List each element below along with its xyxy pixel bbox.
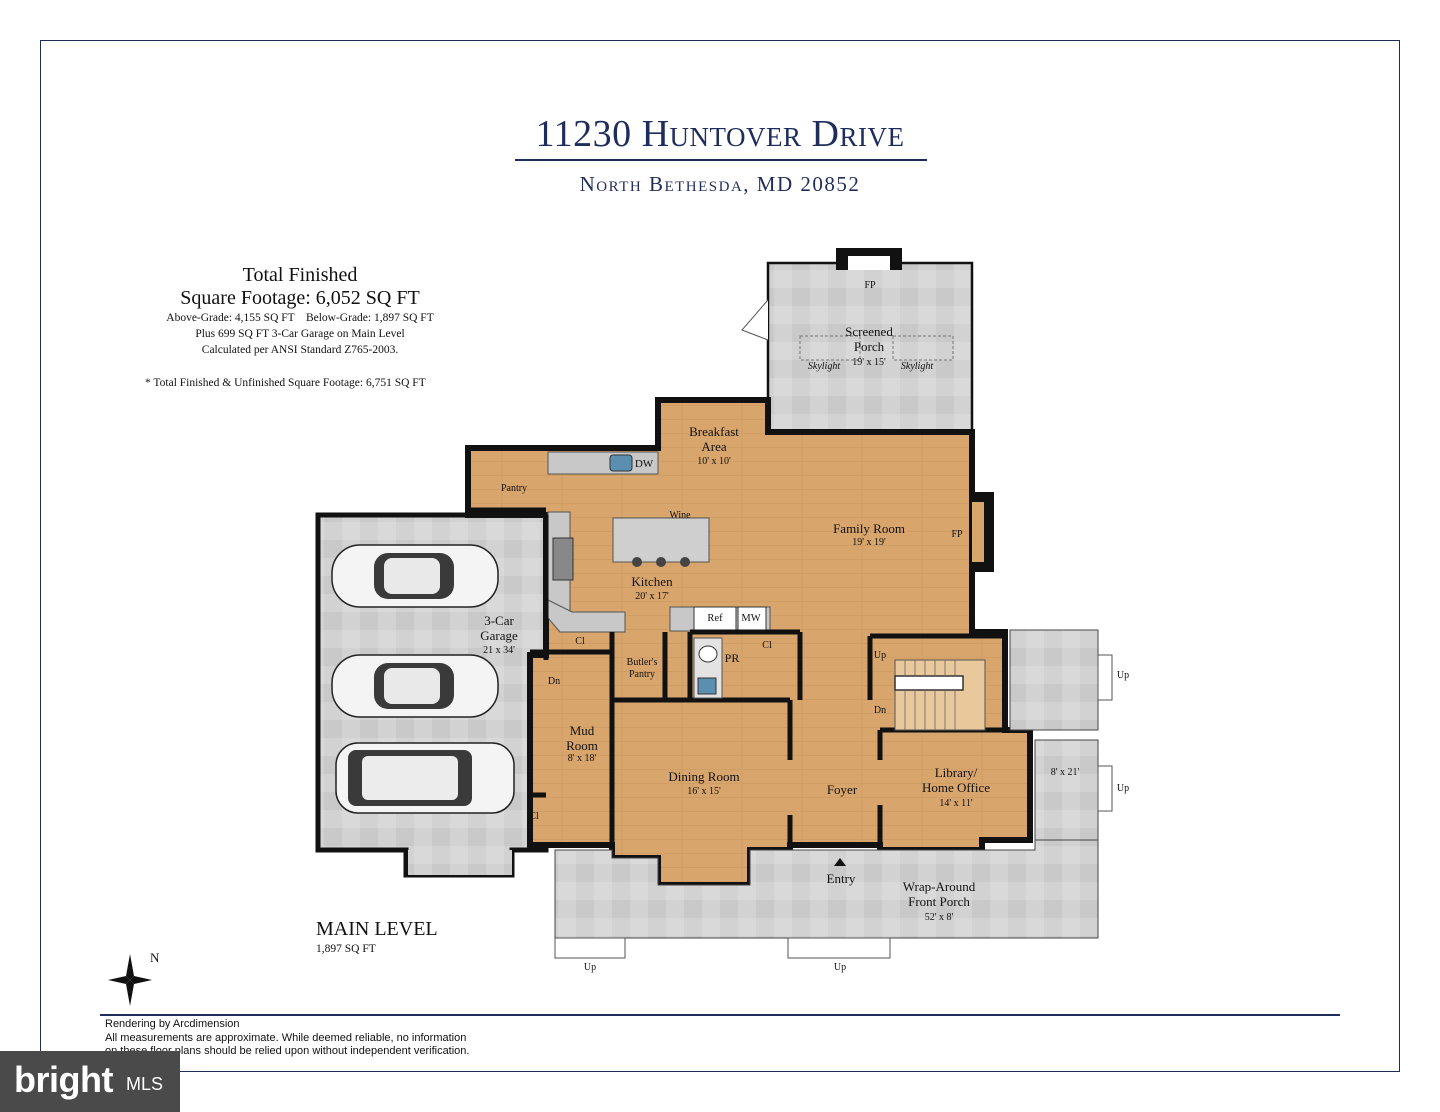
garage-label: 3-Car Garage [480, 613, 518, 643]
mud-room-dims: 8' x 18' [567, 753, 597, 764]
skylight-left-label: Skylight [807, 361, 841, 372]
family-room-dims: 19' x 19' [852, 537, 886, 548]
butlers-pantry-name-1: Butler's [626, 657, 658, 668]
mud-closet-label: Cl [575, 636, 585, 647]
front-porch [554, 839, 1099, 959]
kitchen-dims: 20' x 17' [635, 591, 669, 602]
property-title: 11230 Huntover Drive [535, 113, 905, 155]
breakfast-name-1: Breakfast [689, 424, 739, 439]
property-subtitle: North Bethesda, MD 20852 [579, 172, 861, 196]
dining-room-name: Dining Room [668, 769, 740, 784]
stairs-up-label: Up [873, 650, 887, 661]
garage-dims: 21 x 34' [483, 645, 515, 656]
powder-room-label: PR [724, 651, 740, 665]
garage-down-label: Dn [547, 676, 561, 687]
breakfast-label: Breakfast Area [689, 424, 739, 454]
microwave-label: MW [741, 613, 761, 624]
foyer-label: Foyer [826, 782, 858, 797]
garage-name-1: 3-Car [484, 613, 514, 628]
wine-label: Wine [669, 510, 691, 521]
lower-closet-label: Cl [529, 811, 539, 822]
screened-porch-dims: 19' x 15' [852, 357, 886, 368]
front-porch-dims: 52' x 8' [924, 912, 954, 923]
footer-line-1: Rendering by Arcdimension [105, 1018, 240, 1030]
library-name-2: Home Office [922, 780, 990, 795]
garage [315, 512, 549, 878]
stairs-down-label: Dn [873, 705, 887, 716]
screened-porch-name-1: Screened [845, 324, 893, 339]
entry-label: Entry [826, 871, 856, 886]
compass-north-label: N [150, 950, 160, 965]
refrigerator-label: Ref [707, 613, 723, 624]
front-porch-name-2: Front Porch [908, 894, 970, 909]
dining-room-dims: 16' x 15' [687, 786, 721, 797]
screened-porch-fp: FP [864, 280, 876, 291]
level-sqft: 1,897 SQ FT [316, 943, 376, 955]
page-frame [40, 40, 1400, 1072]
side-porch-up-2: Up [1116, 783, 1130, 794]
mud-room-label: Mud Room [566, 723, 598, 753]
square-footage-block: Total Finished Square Footage: 6,052 SQ … [120, 264, 480, 358]
breakfast-dims: 10' x 10' [697, 456, 731, 467]
sqft-total-note: * Total Finished & Unfinished Square Foo… [145, 377, 426, 389]
library-name-1: Library/ [934, 765, 978, 780]
skylight-right-label: Skylight [900, 361, 934, 372]
front-steps-up-1: Up [583, 962, 597, 973]
front-steps-up-2: Up [833, 962, 847, 973]
footer-rule [100, 1014, 1340, 1016]
pantry-label: Pantry [500, 483, 528, 494]
side-porch-dims: 8' x 21' [1050, 767, 1080, 778]
footer-line-3: on these floor plans should be relied up… [105, 1045, 470, 1057]
butlers-pantry-label: Butler's Pantry [627, 657, 658, 681]
sqft-heading-1: Total Finished [242, 264, 358, 286]
side-porches [1009, 629, 1113, 841]
kitchen-fixtures [547, 451, 771, 633]
pr-closet-label: Cl [762, 640, 772, 651]
library-dims: 14' x 11' [939, 798, 973, 809]
screened-porch-name-2: Porch [853, 339, 885, 354]
compass-icon: N [104, 950, 162, 1008]
mud-room-name-2: Room [566, 738, 598, 753]
bright-mls-watermark: bright MLS [0, 1051, 180, 1112]
watermark-brand: bright [14, 1059, 113, 1100]
garage-name-2: Garage [480, 628, 518, 643]
level-name: MAIN LEVEL [316, 918, 438, 940]
kitchen-name: Kitchen [631, 574, 673, 589]
sqft-garage-note: Plus 699 SQ FT 3-Car Garage on Main Leve… [195, 328, 405, 340]
library-label: Library/ Home Office [922, 765, 990, 795]
footer-disclaimer: Rendering by Arcdimension All measuremen… [105, 1018, 469, 1059]
sqft-grade-breakdown: Above-Grade: 4,155 SQ FT Below-Grade: 1,… [166, 312, 434, 324]
butlers-pantry-name-2: Pantry [628, 669, 656, 680]
title-underline [515, 159, 927, 161]
sqft-standard-note: Calculated per ANSI Standard Z765-2003. [201, 344, 399, 356]
front-porch-name-1: Wrap-Around [902, 879, 976, 894]
staircase [894, 659, 986, 731]
screened-porch-label: Screened Porch [845, 324, 893, 354]
sqft-heading-2: Square Footage: 6,052 SQ FT [180, 287, 420, 309]
family-room-name: Family Room [833, 521, 905, 536]
watermark-suffix: MLS [126, 1074, 164, 1094]
footer-line-2: All measurements are approximate. While … [105, 1031, 467, 1044]
screened-porch [741, 248, 974, 433]
family-fp-label: FP [951, 529, 963, 540]
powder-room [693, 637, 723, 699]
mud-room-name-1: Mud [569, 723, 595, 738]
side-porch-up-1: Up [1116, 670, 1130, 681]
breakfast-name-2: Area [701, 439, 727, 454]
dishwasher-label: DW [634, 458, 654, 470]
front-porch-label: Wrap-Around Front Porch [903, 879, 975, 909]
